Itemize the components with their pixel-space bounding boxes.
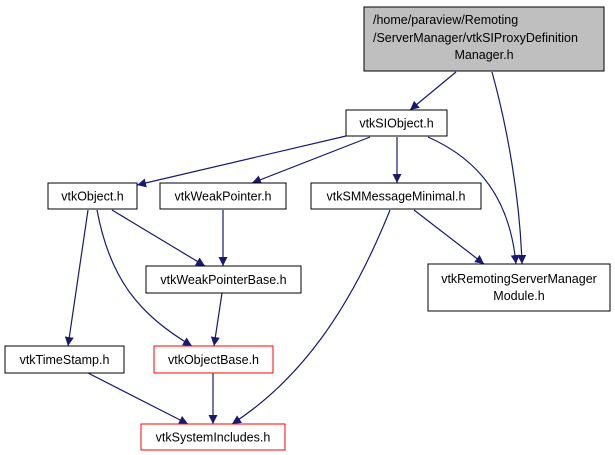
node-object[interactable]: vtkObject.h bbox=[47, 182, 138, 210]
node-siobject[interactable]: vtkSIObject.h bbox=[345, 109, 448, 137]
node-remotingmodule[interactable]: vtkRemotingServerManager Module.h bbox=[427, 263, 611, 312]
node-systemincludes-label: vtkSystemIncludes.h bbox=[156, 431, 271, 445]
edge-smmessage-to-module bbox=[413, 209, 485, 265]
edge-weakpointerbase-to-objectbase bbox=[210, 292, 223, 347]
node-remotingmodule-line2: Module.h bbox=[493, 289, 544, 303]
node-weakpointer[interactable]: vtkWeakPointer.h bbox=[159, 182, 287, 210]
edge-object-to-objectbase bbox=[96, 209, 193, 347]
edge-object-to-timestamp bbox=[64, 209, 89, 347]
node-objectbase-label: vtkObjectBase.h bbox=[168, 353, 259, 367]
node-weakpointerbase-label: vtkWeakPointerBase.h bbox=[160, 273, 286, 287]
node-weakpointerbase[interactable]: vtkWeakPointerBase.h bbox=[145, 265, 302, 294]
node-smmessageminimal-label: vtkSMMessageMinimal.h bbox=[327, 190, 466, 204]
edge-root-to-module bbox=[491, 71, 527, 265]
edge-root-to-siobject bbox=[409, 71, 457, 111]
node-siobject-label: vtkSIObject.h bbox=[359, 117, 433, 131]
node-objectbase[interactable]: vtkObjectBase.h bbox=[153, 345, 274, 374]
edge-object-to-weakpointerbase bbox=[111, 209, 206, 267]
node-root-line1: /home/paraview/Remoting bbox=[373, 13, 518, 27]
node-root-line3: Manager.h bbox=[454, 48, 513, 62]
node-timestamp-label: vtkTimeStamp.h bbox=[20, 353, 110, 367]
edge-timestamp-to-systemincludes bbox=[87, 372, 189, 425]
node-root-line2: /ServerManager/vtkSIProxyDefinition bbox=[373, 31, 578, 45]
node-systemincludes[interactable]: vtkSystemIncludes.h bbox=[140, 423, 286, 451]
node-object-label: vtkObject.h bbox=[61, 190, 124, 204]
edge-siobject-to-weakpointer bbox=[251, 136, 371, 184]
node-smmessageminimal[interactable]: vtkSMMessageMinimal.h bbox=[310, 182, 482, 210]
node-timestamp[interactable]: vtkTimeStamp.h bbox=[4, 345, 125, 374]
node-remotingmodule-line1: vtkRemotingServerManager bbox=[441, 272, 597, 286]
edge-smmessage-to-systemincludes bbox=[231, 209, 391, 425]
edge-siobject-to-module bbox=[427, 136, 520, 265]
node-root[interactable]: /home/paraview/Remoting /ServerManager/v… bbox=[363, 6, 605, 72]
node-weakpointer-label: vtkWeakPointer.h bbox=[174, 190, 271, 204]
edge-siobject-to-object bbox=[136, 135, 347, 188]
